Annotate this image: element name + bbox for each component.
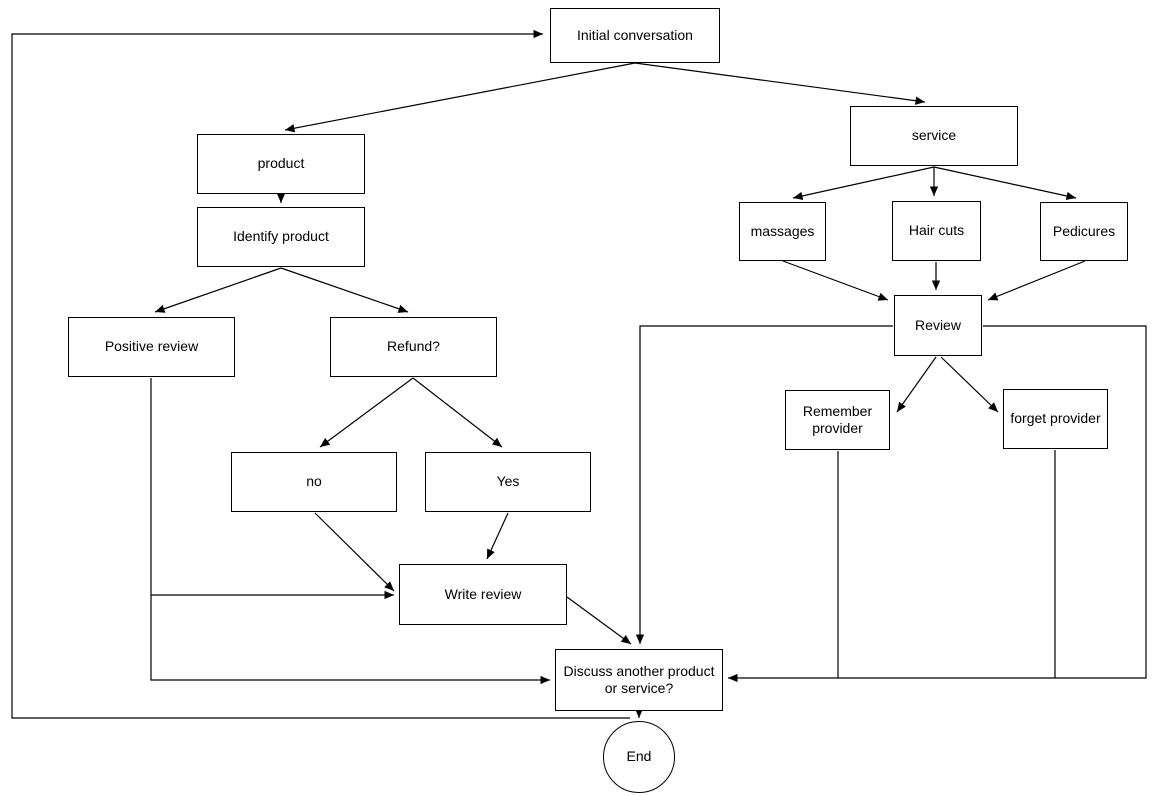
- node-label: Remember provider: [802, 402, 873, 437]
- edge-no-to-write-review: [314, 512, 395, 592]
- edge-service-to-pedicures: [933, 166, 1077, 201]
- node-label: Yes: [496, 473, 520, 490]
- node-label: Discuss another product or service?: [563, 662, 715, 697]
- edge-review-to-forget-provider: [940, 356, 999, 413]
- edge-discuss-loop-to-initial: [11, 29, 630, 719]
- edge-review-to-remember-provider: [896, 356, 937, 413]
- node-forget-provider: forget provider: [1003, 389, 1108, 449]
- node-label: massages: [750, 222, 815, 239]
- node-review: Review: [894, 295, 982, 356]
- edge-initial-to-service: [634, 62, 926, 105]
- node-write-review: Write review: [399, 564, 567, 625]
- node-label: Review: [915, 316, 961, 333]
- node-label: Identify product: [233, 228, 329, 245]
- node-hair-cuts: Hair cuts: [892, 201, 981, 261]
- node-label: End: [626, 748, 652, 765]
- node-discuss-another: Discuss another product or service?: [555, 649, 723, 711]
- edge-review-right-to-discuss: [728, 325, 1147, 683]
- edge-write-review-to-discuss: [566, 596, 632, 645]
- node-refund: Refund?: [330, 317, 497, 377]
- node-massages: massages: [739, 202, 826, 261]
- node-end: End: [603, 721, 675, 793]
- edge-yes-to-write-review: [486, 512, 509, 560]
- node-label: forget provider: [1010, 410, 1101, 427]
- node-label: Refund?: [387, 338, 440, 355]
- node-identify-product: Identify product: [197, 207, 365, 267]
- node-service: service: [850, 106, 1018, 166]
- edge-review-to-discuss-left: [635, 325, 893, 644]
- edge-pedicures-to-review: [987, 260, 1086, 301]
- edge-initial-to-product: [284, 62, 636, 133]
- node-yes: Yes: [425, 452, 591, 512]
- edge-identify-to-refund: [280, 267, 409, 313]
- node-label: Write review: [444, 585, 522, 602]
- node-label: Initial conversation: [577, 26, 693, 43]
- node-label: no: [306, 473, 322, 490]
- edge-service-to-massages: [792, 166, 935, 201]
- node-label: product: [257, 155, 305, 172]
- node-label: Pedicures: [1052, 222, 1116, 239]
- node-remember-provider: Remember provider: [785, 390, 890, 450]
- node-pedicures: Pedicures: [1040, 202, 1128, 261]
- edge-identify-to-positive-review: [154, 267, 282, 313]
- node-positive-review: Positive review: [68, 317, 235, 377]
- node-initial-conversation: Initial conversation: [550, 8, 720, 63]
- edge-massages-to-review: [782, 260, 889, 301]
- node-label: service: [911, 127, 957, 144]
- node-label: Hair cuts: [908, 222, 965, 239]
- node-no: no: [231, 452, 397, 512]
- edge-positive-review-to-discuss: [150, 378, 550, 685]
- edge-refund-to-no: [319, 377, 414, 448]
- node-label: Positive review: [104, 338, 199, 355]
- node-product: product: [197, 134, 365, 194]
- edge-refund-to-yes: [412, 377, 503, 448]
